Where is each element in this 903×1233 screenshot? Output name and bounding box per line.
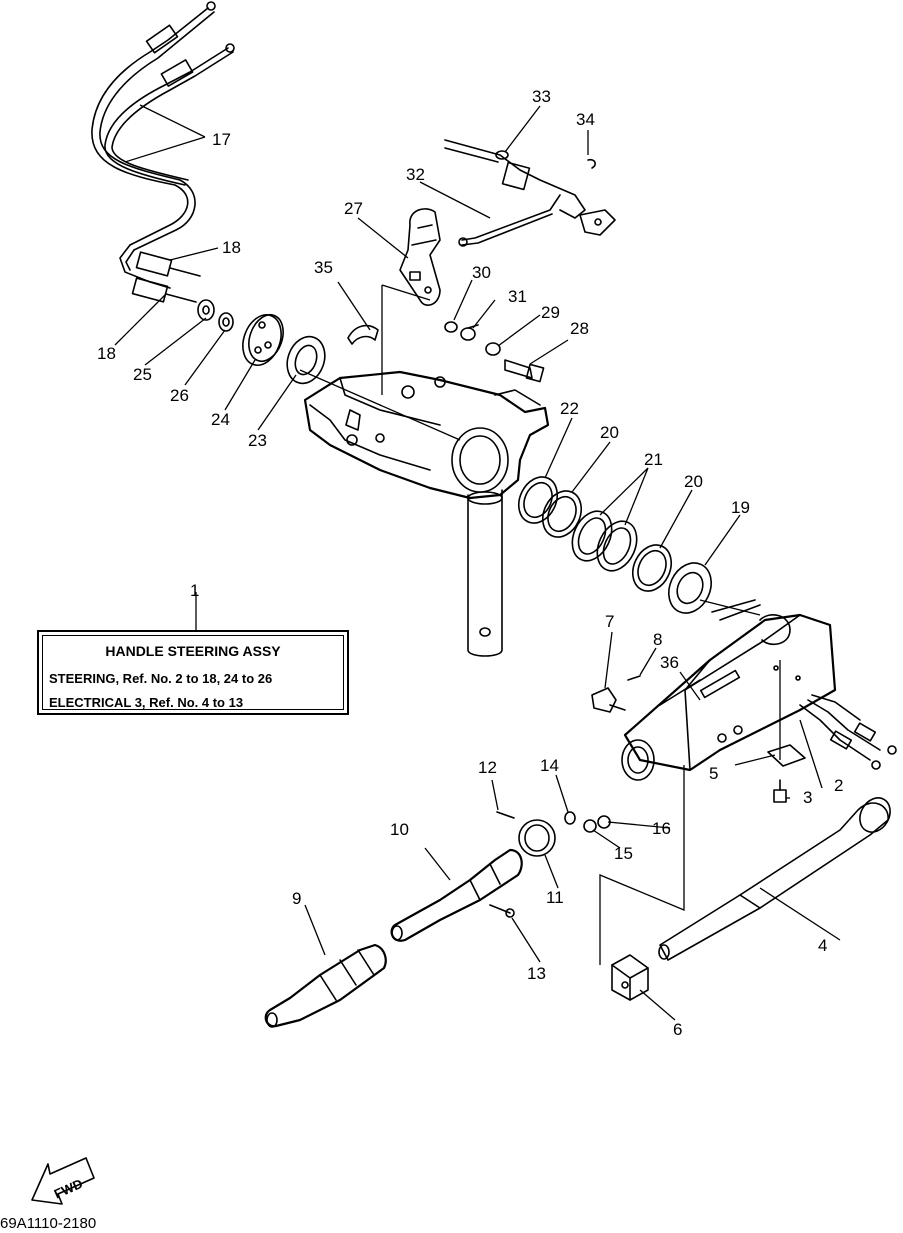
throttle-cables <box>91 1 235 303</box>
bushing-31 <box>460 324 479 341</box>
clip-34 <box>587 158 597 169</box>
washer-20-lower <box>631 544 673 592</box>
callout-16: 16 <box>652 819 671 838</box>
callout-35: 35 <box>314 258 333 277</box>
linkage-33 <box>444 139 616 236</box>
screw-12 <box>496 811 515 819</box>
callout-25: 25 <box>133 365 152 384</box>
callout-8: 8 <box>653 630 662 649</box>
callout-15: 15 <box>614 844 633 863</box>
cable-plate-24 <box>242 313 284 366</box>
callout-11: 11 <box>546 888 564 907</box>
callout-32: 32 <box>406 165 425 184</box>
cap-36 <box>659 679 701 706</box>
callout-7: 7 <box>605 612 614 631</box>
callout-24: 24 <box>211 410 230 429</box>
callout-31: 31 <box>508 287 527 306</box>
screw-13 <box>489 904 515 918</box>
bushing-21 <box>571 510 638 572</box>
callout-13: 13 <box>527 964 546 983</box>
throttle-lever-27 <box>399 208 441 306</box>
callout-2: 2 <box>834 776 843 795</box>
callout-labels: 17 18 18 25 26 24 23 35 27 32 33 34 30 3… <box>97 87 843 1039</box>
grip-9 <box>264 943 387 1028</box>
callout-4: 4 <box>818 936 827 955</box>
info-box-line-electrical: ELECTRICAL 3, Ref. No. 4 to 13 <box>49 695 244 710</box>
callout-6: 6 <box>673 1020 682 1039</box>
fwd-label: FWD <box>52 1176 85 1202</box>
callout-18-lower: 18 <box>97 344 116 363</box>
block-6 <box>611 954 649 1001</box>
washer-22 <box>517 476 559 524</box>
bolt-28 <box>504 359 545 383</box>
callout-3: 3 <box>803 788 812 807</box>
nut-25 <box>197 299 215 321</box>
info-box-line-steering: STEERING, Ref. No. 2 to 18, 24 to 26 <box>49 671 273 686</box>
callout-34: 34 <box>576 110 595 129</box>
spring-15 <box>583 819 597 833</box>
callout-21: 21 <box>644 450 663 469</box>
seal-19 <box>668 562 712 614</box>
callout-36: 36 <box>660 653 679 672</box>
collar-11 <box>518 819 556 857</box>
callout-1: 1 <box>190 581 199 600</box>
plate-5 <box>767 744 806 767</box>
callout-30: 30 <box>472 263 491 282</box>
document-code: 69A1110-2180 <box>0 1215 97 1232</box>
callout-18-upper: 18 <box>222 238 241 257</box>
assembly-info-box: HANDLE STEERING ASSY STEERING, Ref. No. … <box>37 630 349 715</box>
clip-35 <box>347 324 379 345</box>
switch-7 <box>591 687 626 713</box>
callout-17: 17 <box>212 130 231 149</box>
callout-10: 10 <box>390 820 409 839</box>
callout-23: 23 <box>248 431 267 450</box>
callout-20-upper: 20 <box>600 423 619 442</box>
washer-29 <box>485 342 501 356</box>
handle-body <box>621 599 897 781</box>
callout-12: 12 <box>478 758 497 777</box>
pin-8 <box>627 675 641 681</box>
callout-29: 29 <box>541 303 560 322</box>
fwd-arrow: FWD <box>31 1157 95 1205</box>
leader-lines <box>114 104 841 1021</box>
callout-19: 19 <box>731 498 750 517</box>
callout-26: 26 <box>170 386 189 405</box>
screw-3 <box>773 779 787 803</box>
callout-28: 28 <box>570 319 589 338</box>
callout-33: 33 <box>532 87 551 106</box>
callout-27: 27 <box>344 199 363 218</box>
link-rod-32 <box>458 194 561 247</box>
callout-20-lower: 20 <box>684 472 703 491</box>
throttle-shaft-4 <box>658 797 891 961</box>
washer-30 <box>444 321 458 333</box>
seal-23 <box>286 335 326 385</box>
callout-9: 9 <box>292 889 301 908</box>
throttle-grip-10 <box>390 848 523 942</box>
callout-5: 5 <box>709 764 718 783</box>
callout-14: 14 <box>540 756 559 775</box>
washer-20-upper <box>541 490 583 538</box>
callout-22: 22 <box>560 399 579 418</box>
info-box-title: HANDLE STEERING ASSY <box>105 643 281 659</box>
washer-14 <box>564 811 576 825</box>
info-box-inner-border <box>42 635 344 710</box>
washer-26 <box>218 312 234 332</box>
steering-bracket <box>303 370 550 657</box>
